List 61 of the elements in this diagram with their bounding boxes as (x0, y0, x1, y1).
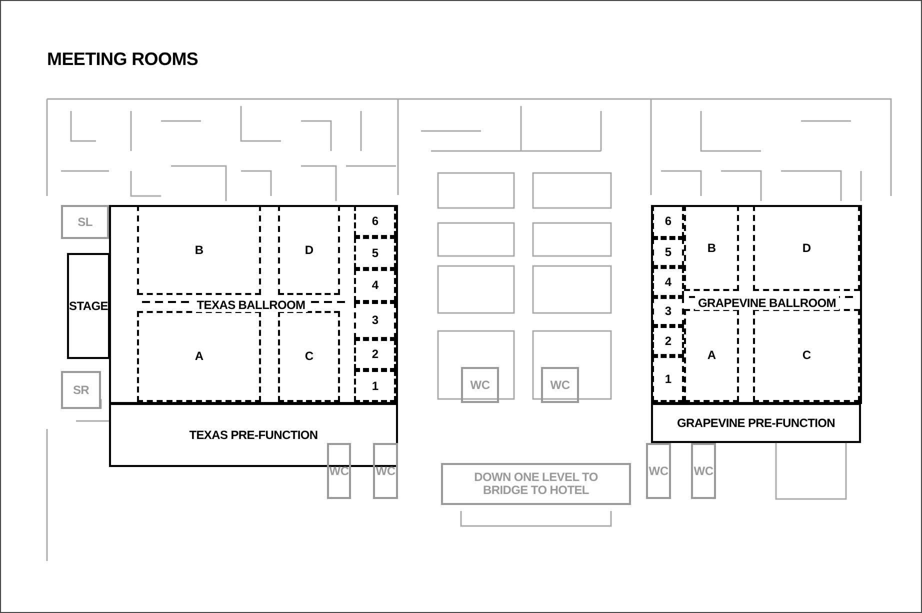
section-label: D (304, 244, 314, 256)
corridor-area (441, 463, 631, 505)
section-label: 6 (664, 215, 672, 228)
room-section (684, 205, 739, 291)
section-label: 5 (372, 246, 378, 260)
section-label: C (304, 350, 314, 363)
section-label: 2 (372, 348, 378, 361)
room-section (652, 205, 684, 238)
section-label: 2 (664, 334, 672, 348)
room-label: DOWN ONE LEVEL TO BRIDGE TO HOTEL (473, 471, 599, 497)
ballroom-label: GRAPEVINE BALLROOM (695, 296, 839, 310)
page-title: MEETING ROOMS (47, 49, 198, 70)
room-label: WC (550, 378, 570, 392)
room-label: WC (376, 464, 396, 478)
prefunction-area (109, 403, 398, 467)
restroom (541, 367, 579, 403)
room-section (652, 297, 684, 326)
room-label: WC (694, 464, 714, 478)
section-label: 3 (664, 305, 672, 318)
room-section (354, 237, 396, 269)
room-label: WC (470, 378, 490, 392)
section-label: D (802, 242, 811, 254)
section-label: 3 (372, 314, 378, 327)
room-label: STAGE (69, 300, 108, 312)
section-label: 5 (664, 246, 672, 259)
room-section (354, 302, 396, 339)
room-section (652, 238, 684, 267)
section-label: B (707, 242, 716, 254)
section-label: 4 (664, 276, 672, 288)
room-section (652, 326, 684, 356)
room-label: SR (72, 384, 90, 396)
section-label: 4 (372, 279, 378, 292)
section-label: A (707, 349, 716, 362)
section-label: 6 (372, 214, 378, 228)
restroom (327, 443, 351, 499)
room-section (652, 267, 684, 297)
room-label: WC (329, 464, 349, 478)
side-room (61, 205, 109, 239)
room-section (354, 339, 396, 370)
room-label: TEXAS PRE-FUNCTION (189, 428, 318, 442)
stage-area (67, 253, 110, 359)
ballroom-label: TEXAS BALLROOM (194, 298, 308, 312)
restroom (646, 443, 671, 499)
room-label: SL (78, 216, 92, 228)
room-label: GRAPEVINE PRE-FUNCTION (676, 416, 836, 430)
prefunction-area (651, 403, 861, 443)
restroom (461, 367, 499, 403)
room-section (278, 205, 340, 295)
room-section (137, 205, 261, 295)
restroom (373, 443, 398, 499)
side-room (61, 371, 101, 409)
room-section (354, 269, 396, 302)
section-label: 1 (664, 372, 672, 386)
section-label: A (194, 350, 204, 363)
room-label: WC (648, 464, 668, 478)
section-label: 1 (372, 380, 378, 392)
room-section (354, 205, 396, 237)
restroom (691, 443, 716, 499)
section-label: C (802, 349, 811, 362)
room-section (753, 205, 860, 291)
section-label: B (194, 244, 204, 256)
